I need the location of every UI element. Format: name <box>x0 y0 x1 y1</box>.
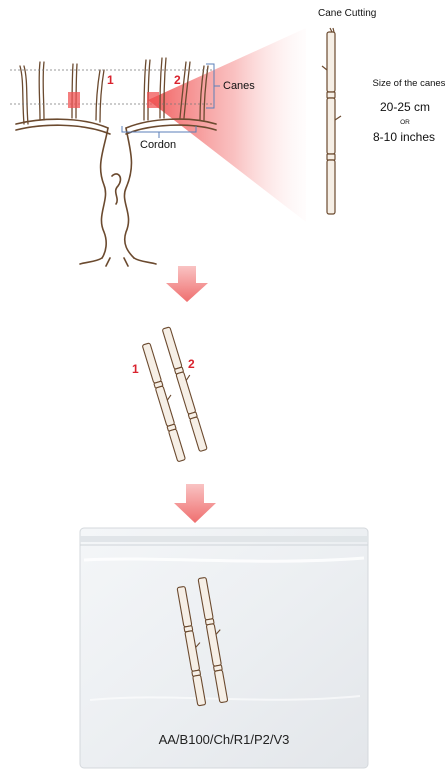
cut-cane-pair <box>142 325 212 461</box>
size-or: OR <box>368 119 442 126</box>
marker-2-top: 2 <box>174 73 181 87</box>
size-cm: 20-25 cm <box>368 100 442 114</box>
marker-2-middle: 2 <box>188 357 195 371</box>
down-arrow-1 <box>166 266 208 302</box>
cordon-label: Cordon <box>140 139 176 151</box>
canes-label: Canes <box>223 80 255 92</box>
marker-1-middle: 1 <box>132 362 139 376</box>
bag-label: AA/B100/Ch/R1/P2/V3 <box>80 732 368 747</box>
size-inches: 8-10 inches <box>364 130 444 144</box>
cut-cane-1 <box>142 341 190 461</box>
cut-highlight-2 <box>147 92 159 108</box>
diagram-title: Cane Cutting <box>318 8 376 19</box>
marker-1-top: 1 <box>107 73 114 87</box>
zoomed-cane <box>322 28 341 214</box>
down-arrow-2 <box>174 484 216 523</box>
size-heading: Size of the canes <box>372 78 446 89</box>
cut-highlight-1 <box>68 92 80 108</box>
